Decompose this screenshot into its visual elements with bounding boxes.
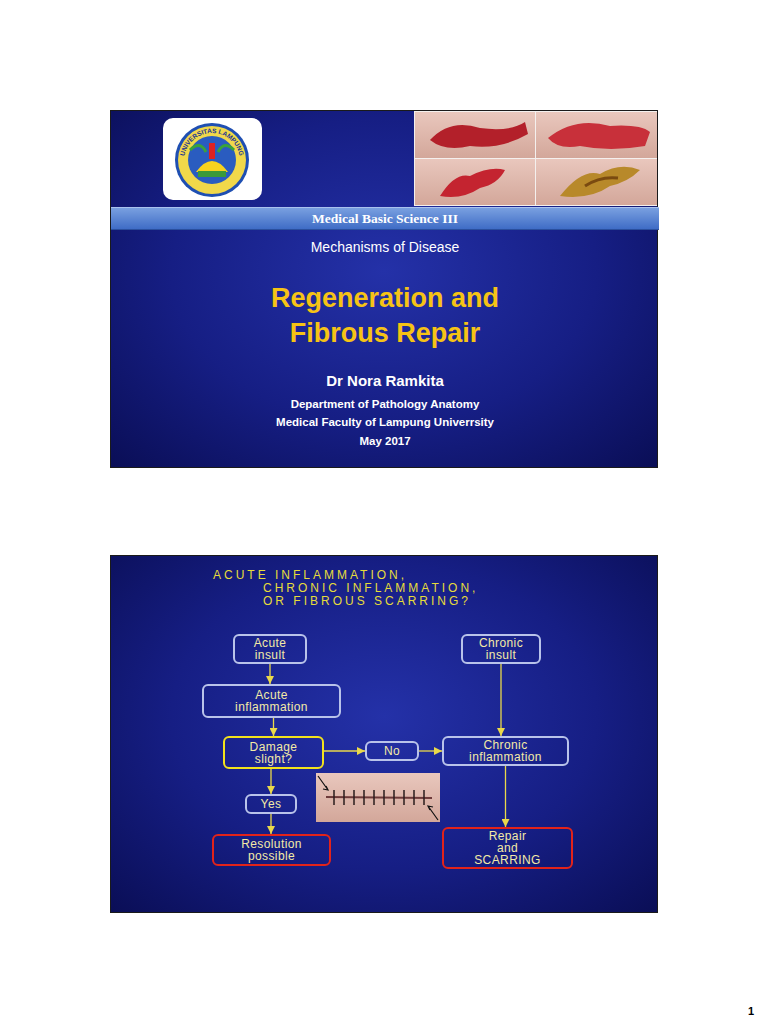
subtitle: Mechanisms of Disease	[111, 239, 659, 256]
logo-card	[163, 118, 262, 200]
logo-torch	[209, 143, 215, 159]
flow-arrow	[269, 664, 270, 684]
answer-box: Yes	[245, 794, 297, 814]
process-box: Chronic insult	[461, 634, 541, 664]
wound-photo	[536, 159, 657, 205]
logo-text: UNIVERSITAS LAMPUNG	[179, 127, 246, 156]
sutured-wound-photo	[316, 773, 440, 822]
author-name: Dr Nora Ramkita	[111, 372, 659, 390]
course-band: Medical Basic Science III	[111, 207, 659, 230]
university-logo: UNIVERSITAS LAMPUNG	[163, 118, 262, 200]
box-label: No	[372, 745, 412, 757]
affiliation: Medical Faculty of Lampung Univerrsity	[111, 415, 659, 429]
logo-ring	[178, 126, 246, 194]
flow-arrow	[270, 769, 271, 794]
date: May 2017	[111, 434, 659, 448]
wound-photos	[414, 111, 657, 206]
outcome-box: Resolution possible	[212, 834, 331, 866]
flow-arrow	[505, 766, 506, 827]
logo-emblem	[196, 161, 228, 172]
box-label: Repair and SCARRING	[474, 830, 542, 866]
process-box: Acute insult	[233, 634, 307, 664]
box-label: Yes	[251, 798, 291, 810]
photo-background	[316, 773, 440, 822]
logo-lettering: UNIVERSITAS LAMPUNG	[179, 127, 246, 156]
box-label: Damage slight?	[244, 741, 304, 765]
wound-photo	[415, 159, 535, 205]
flow-arrow	[270, 814, 271, 834]
box-label: Chronic inflammation	[463, 739, 548, 763]
photo-frame	[414, 111, 657, 206]
wound-crust	[585, 178, 618, 186]
flow-arrow	[324, 750, 365, 751]
process-box: Acute inflammation	[202, 684, 341, 718]
flow-arrow	[500, 664, 501, 736]
pointer-arrow	[318, 776, 328, 790]
answer-box: No	[365, 741, 419, 761]
box-label: Chronic insult	[474, 637, 529, 661]
wound-bed	[440, 169, 505, 197]
logo-base	[198, 171, 226, 177]
wound-photo	[536, 112, 657, 158]
box-label: Acute inflammation	[229, 689, 314, 713]
decision-box: Damage slight?	[223, 736, 324, 769]
wound-bed	[548, 123, 650, 149]
affiliation: Department of Pathology Anatomy	[111, 397, 659, 411]
suture-stitches	[334, 790, 424, 805]
logo-field	[188, 136, 236, 184]
page-number: 1	[748, 1005, 754, 1017]
pointer-arrow	[428, 806, 438, 820]
process-box: Chronic inflammation	[442, 736, 569, 766]
box-label: Resolution possible	[237, 838, 307, 862]
wound-bed	[430, 122, 528, 148]
course-name: Medical Basic Science III	[111, 211, 659, 227]
slide-title: Regeneration and Fibrous Repair	[235, 281, 535, 351]
flow-arrow	[273, 718, 274, 736]
logo-rim	[175, 123, 249, 197]
flow-slide: ACUTE INFLAMMATION, CHRONIC INFLAMMATION…	[110, 555, 658, 913]
incision-line	[326, 797, 432, 798]
slide-heading: ACUTE INFLAMMATION, CHRONIC INFLAMMATION…	[213, 569, 485, 608]
wound-photo	[415, 112, 535, 158]
flow-arrow	[419, 750, 442, 751]
box-label: Acute insult	[245, 637, 295, 661]
wound-bed	[560, 167, 640, 197]
outcome-box: Repair and SCARRING	[442, 827, 573, 869]
